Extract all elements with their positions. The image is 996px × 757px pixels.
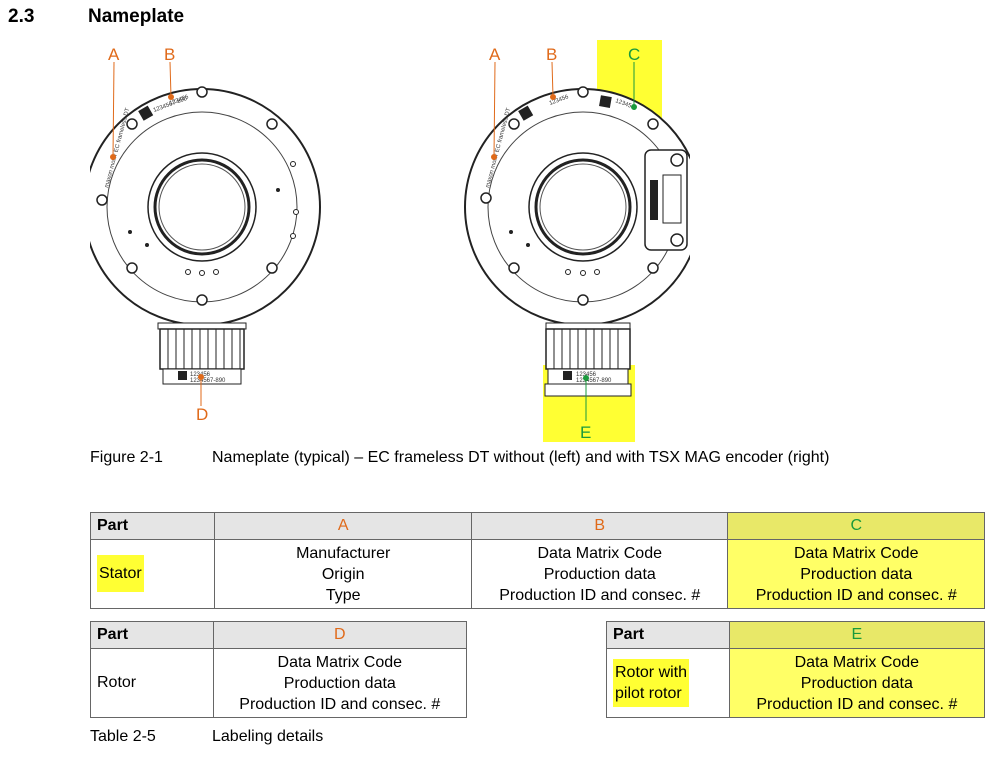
a-line-2: Origin	[321, 565, 365, 583]
table-label: Table 2-5	[90, 728, 156, 745]
rotor-code-right: 123456	[576, 372, 597, 378]
section-number: 2.3	[8, 6, 35, 27]
rotor-left: 123456 1234567-890	[157, 322, 247, 385]
rotor-id-left: 1234567-890	[190, 378, 226, 384]
nameplate-drawing: 123456 1234567-890 maxon motor EC framel…	[90, 40, 690, 442]
stator-a-cell: Manufacturer Origin Type	[214, 539, 473, 609]
stator-b-cell: Data Matrix Code Production data Product…	[471, 539, 729, 609]
callout-c: C	[628, 45, 640, 64]
pilot-part-line-1: Rotor with	[615, 664, 688, 681]
a-line-3: Type	[325, 586, 361, 604]
a-line-1: Manufacturer	[296, 544, 391, 562]
part-header: Part	[89, 512, 216, 540]
callout-a-right: A	[489, 45, 501, 64]
section-title: Nameplate	[88, 6, 185, 27]
e-line-2: Production data	[800, 674, 913, 692]
c-line-1: Data Matrix Code	[793, 544, 919, 562]
col-c-header: C	[727, 512, 985, 540]
rotor-table: Part D Rotor Data Matrix Code Production…	[90, 621, 468, 718]
d-line-3: Production ID and consec. #	[239, 695, 441, 713]
d-line-1: Data Matrix Code	[277, 653, 403, 671]
callout-a-left: A	[108, 45, 120, 64]
callout-d: D	[196, 405, 208, 424]
part-header: Part	[606, 621, 730, 649]
figure-label: Figure 2-1	[90, 449, 163, 466]
rotor-right: 123456 1234567-890	[544, 322, 632, 397]
stator-table: Part A B C Stator Manufacturer Origin Ty…	[89, 512, 985, 609]
stator-right: 123456 123456 maxon motor EC frameless D…	[464, 86, 690, 326]
figure-caption: Nameplate (typical) – EC frameless DT wi…	[212, 449, 830, 466]
rotor-part-cell: Rotor	[90, 648, 214, 718]
col-b-header: B	[471, 512, 729, 540]
pilot-part-line-2: pilot rotor	[615, 685, 682, 702]
e-line-3: Production ID and consec. #	[756, 695, 958, 713]
c-line-3: Production ID and consec. #	[755, 586, 957, 604]
c-line-2: Production data	[800, 565, 913, 583]
table-caption: Labeling details	[212, 728, 324, 745]
pilot-rotor-e-cell: Data Matrix Code Production data Product…	[728, 648, 986, 718]
stator-part-label: Stator	[97, 555, 144, 592]
b-line-3: Production ID and consec. #	[499, 586, 701, 604]
rotor-id-right: 1234567-890	[576, 378, 612, 384]
pilot-rotor-table: Part E Rotor with pilot rotor Data Matri…	[606, 621, 986, 718]
col-d-header: D	[212, 621, 468, 649]
col-a-header: A	[214, 512, 473, 540]
e-line-1: Data Matrix Code	[794, 653, 920, 671]
nameplate-figure: 123456 1234567-890 maxon motor EC framel…	[90, 40, 690, 450]
b-line-1: Data Matrix Code	[537, 544, 663, 562]
callout-b-left: B	[164, 45, 175, 64]
callout-b-right: B	[546, 45, 557, 64]
part-header: Part	[90, 621, 214, 649]
stator-part-cell: Stator	[89, 539, 216, 609]
stator-c-cell: Data Matrix Code Production data Product…	[727, 539, 985, 609]
d-line-2: Production data	[283, 674, 396, 692]
rotor-d-cell: Data Matrix Code Production data Product…	[212, 648, 468, 718]
stator-left: 123456 1234567-890 maxon motor EC framel…	[90, 86, 321, 326]
b-line-2: Production data	[543, 565, 656, 583]
col-e-header: E	[728, 621, 986, 649]
callout-e: E	[580, 423, 591, 442]
pilot-rotor-part-cell: Rotor with pilot rotor	[606, 648, 730, 718]
